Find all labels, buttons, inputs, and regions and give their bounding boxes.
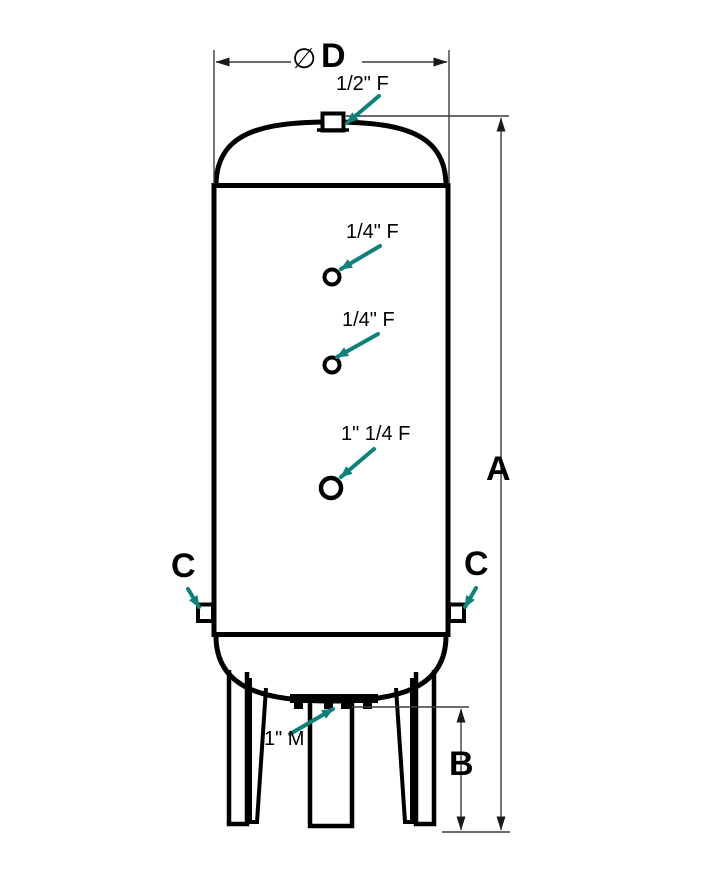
lower-port-circle: [318, 475, 344, 501]
lower-port-label: 1" 1/4 F: [341, 423, 411, 445]
tank-legs: [226, 670, 437, 829]
right-back-leg: [394, 678, 414, 824]
bottom-m-leader: [288, 707, 335, 736]
bottom-connection-label: 1" M: [264, 728, 305, 750]
upper-port-label: 1/4" F: [346, 221, 399, 243]
dimension-a-label: A: [486, 450, 511, 488]
left-back-leg: [248, 678, 268, 824]
upper-port-leader: [339, 244, 382, 271]
dimension-d-label: D: [321, 37, 346, 75]
left-c-leader: [186, 587, 201, 609]
left-side-fitting: [196, 602, 215, 623]
dimension-c-label-right: C: [464, 545, 489, 583]
lower-port-leader: [339, 447, 376, 479]
top-fitting-leader: [345, 94, 381, 125]
middle-port-leader: [335, 332, 380, 359]
right-side-fitting: [447, 602, 466, 623]
top-fitting-label: 1/2" F: [336, 73, 389, 95]
bottom-flange: [290, 694, 378, 709]
tank-bottom-dish: [213, 635, 449, 704]
dimension-lines: [213, 50, 510, 833]
middle-port-circle: [322, 355, 342, 375]
tank-shell: [211, 183, 451, 637]
middle-port-label: 1/4" F: [342, 309, 395, 331]
upper-port-circle: [322, 267, 342, 287]
center-leg: [307, 700, 355, 829]
right-c-leader: [463, 586, 478, 609]
dimension-c-label-left: C: [171, 547, 196, 585]
top-fitting: [317, 111, 349, 133]
dimension-b-label: B: [449, 745, 474, 783]
shell-ports: [318, 267, 344, 501]
left-front-leg: [226, 670, 250, 827]
leader-lines: [186, 94, 478, 736]
diameter-symbol: ∅: [292, 43, 317, 74]
right-front-leg: [413, 670, 437, 827]
